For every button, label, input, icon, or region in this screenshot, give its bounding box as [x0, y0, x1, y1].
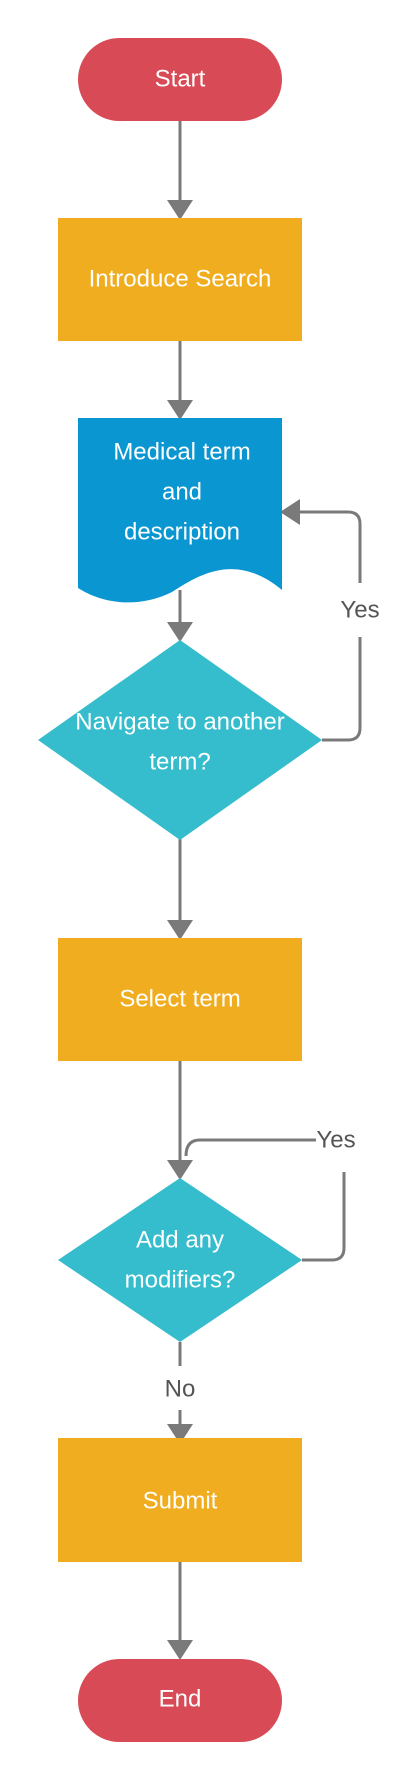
- arrowhead-icon: [167, 1424, 193, 1444]
- arrowhead-icon: [167, 200, 193, 220]
- select-term-process: [58, 938, 302, 1061]
- navigate-decision-diamond: [38, 640, 322, 840]
- introduce-search-process: [58, 218, 302, 341]
- edge-modifiers-yes-loop: [302, 1172, 346, 1262]
- edge-navigate-yes-loop-top: [300, 510, 362, 583]
- medical-term-document: [78, 418, 282, 603]
- navigate-label-line-1: Navigate to another: [75, 708, 284, 735]
- modifiers-label-line-1: Add any: [136, 1226, 224, 1253]
- medical-term-label-line-1: Medical term: [113, 438, 250, 465]
- medical-term-label-line-2: and: [162, 478, 202, 505]
- medical-term-label-line-3: description: [124, 518, 240, 545]
- connectors: Yes Yes No: [165, 121, 380, 1660]
- arrowhead-icon: [167, 1160, 193, 1180]
- submit-node: Submit: [58, 1438, 302, 1562]
- navigate-label-line-2: term?: [149, 748, 210, 775]
- edge-modifiers-yes-loop-top: [184, 1138, 316, 1157]
- introduce-search-node: Introduce Search: [58, 218, 302, 341]
- end-terminal: [78, 1659, 282, 1742]
- modifiers-label-line-2: modifiers?: [125, 1266, 236, 1293]
- medical-term-node: Medical term and description: [78, 418, 282, 603]
- navigate-decision-node: Navigate to another term?: [38, 640, 322, 840]
- start-label: Start: [155, 65, 206, 92]
- select-term-label: Select term: [119, 985, 240, 1012]
- arrowhead-icon: [167, 622, 193, 642]
- select-term-node: Select term: [58, 938, 302, 1061]
- navigate-yes-label: Yes: [340, 596, 379, 623]
- arrowhead-icon: [167, 400, 193, 420]
- arrowhead-icon: [167, 1640, 193, 1660]
- introduce-search-label: Introduce Search: [89, 265, 272, 292]
- start-terminal: [78, 38, 282, 121]
- modifiers-no-label: No: [165, 1375, 196, 1402]
- arrowhead-icon: [167, 920, 193, 940]
- start-node: Start: [78, 38, 282, 121]
- end-label: End: [159, 1685, 202, 1712]
- modifiers-yes-label: Yes: [316, 1126, 355, 1153]
- edge-navigate-yes-loop: [322, 637, 362, 742]
- end-node: End: [78, 1659, 282, 1742]
- modifiers-decision-node: Add any modifiers?: [58, 1178, 302, 1342]
- submit-label: Submit: [143, 1487, 218, 1514]
- submit-process: [58, 1438, 302, 1562]
- arrowhead-icon: [280, 499, 300, 525]
- modifiers-decision-diamond: [58, 1178, 302, 1342]
